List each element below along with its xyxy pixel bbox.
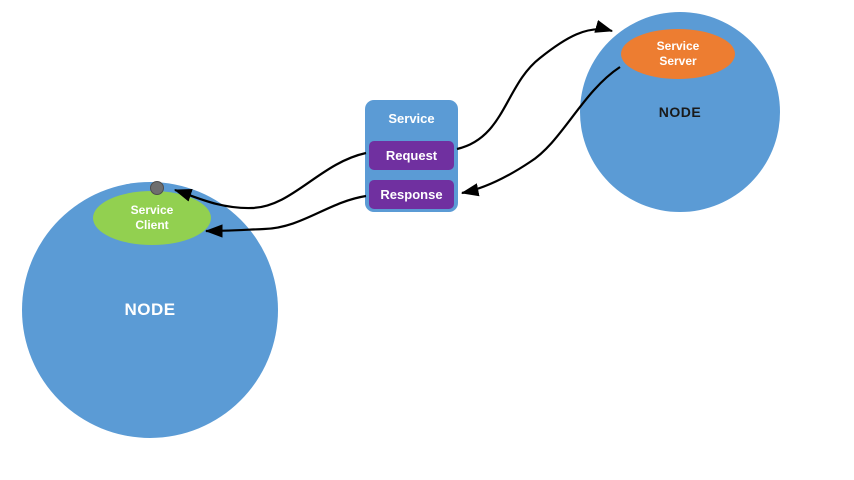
service-client-ellipse: Service Client — [93, 191, 211, 245]
response-box: Response — [369, 180, 454, 209]
right-node-label: NODE — [658, 104, 702, 120]
service-server-label-line2: Server — [659, 54, 697, 68]
service-client-label-line2: Client — [135, 218, 169, 232]
request-label: Request — [385, 148, 438, 163]
service-title: Service — [388, 111, 435, 126]
response-label: Response — [380, 187, 443, 202]
left-node-label: NODE — [124, 300, 176, 319]
service-server-ellipse: Service Server — [621, 29, 735, 79]
service-box: Service Request Response — [365, 100, 458, 212]
request-box: Request — [369, 141, 454, 170]
service-server-label-line1: Service — [656, 39, 700, 53]
service-client-label-line1: Service — [130, 203, 174, 217]
connection-dot — [150, 181, 164, 195]
